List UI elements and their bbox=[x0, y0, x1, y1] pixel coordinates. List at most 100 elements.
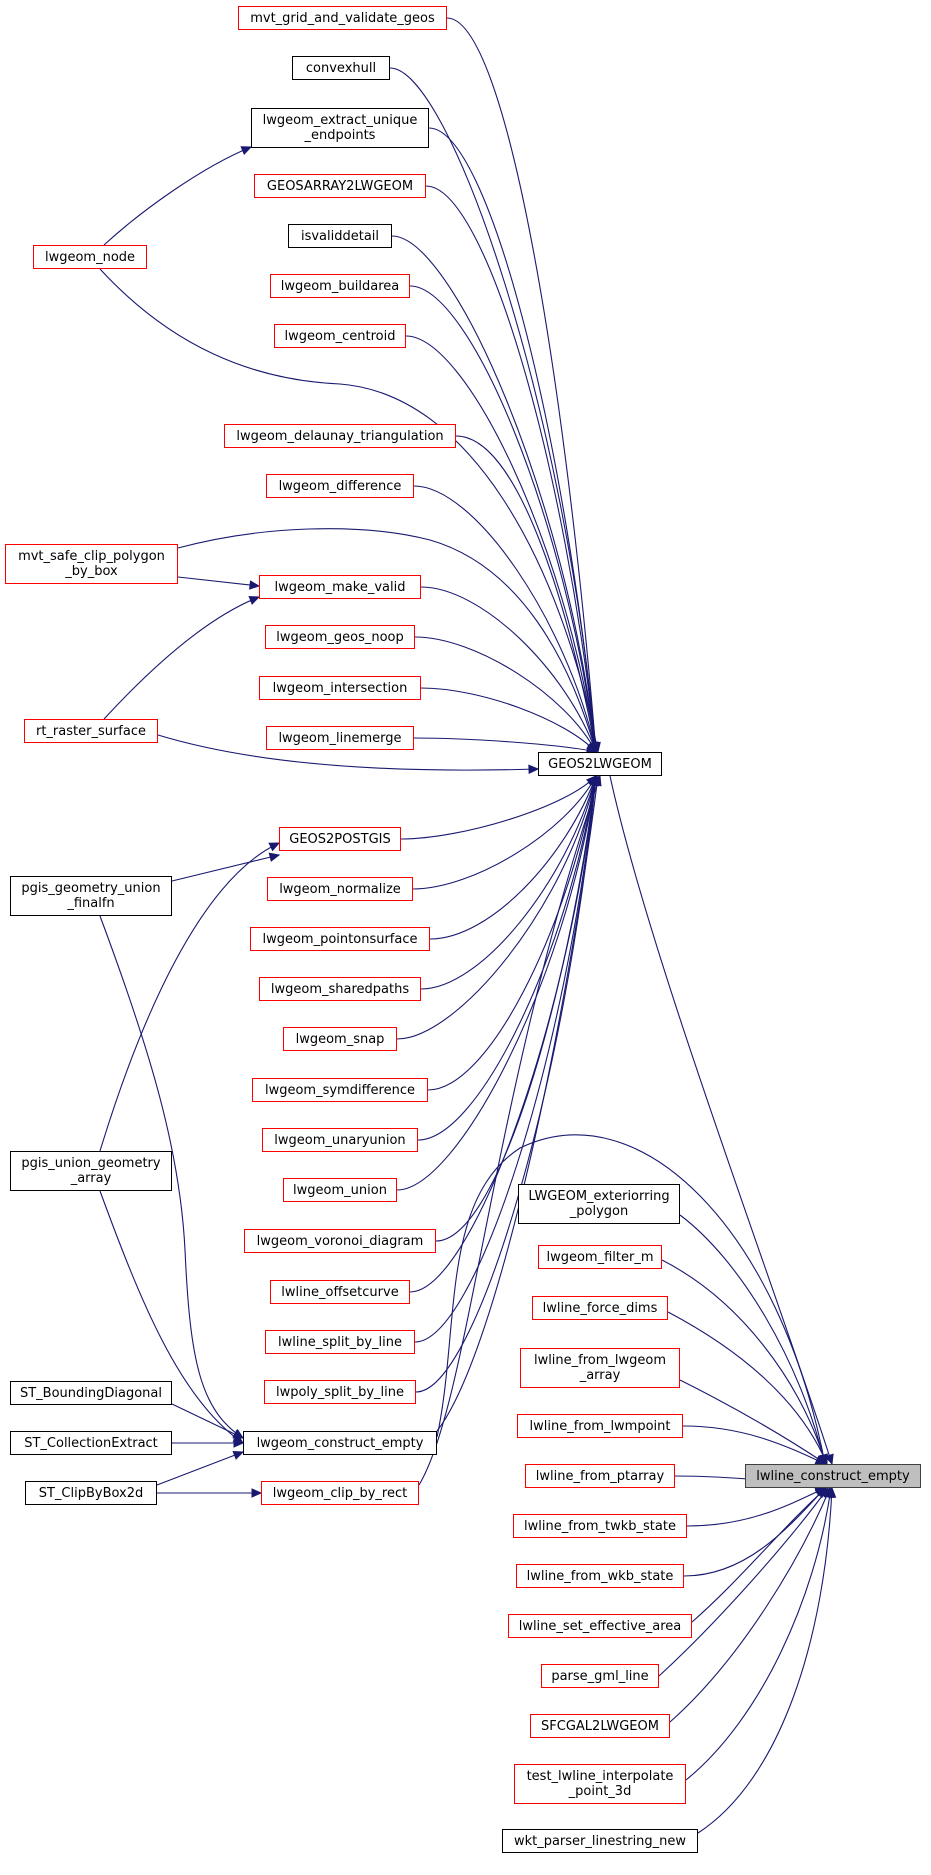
arrowhead-lwgeom_clip_by_rect-to-GEOS2LWGEOM bbox=[592, 774, 602, 787]
edge-lwline_from_lwgeom_array-to-lwline_construct_empty bbox=[679, 1379, 827, 1465]
edge-rt_raster_surface-to-lwgeom_make_valid bbox=[103, 596, 260, 720]
edge-LWGEOM_exteriorring_polygon-to-lwline_construct_empty bbox=[679, 1214, 826, 1465]
edge-mvt_safe_clip_polygon_by_box-to-lwgeom_make_valid bbox=[177, 576, 260, 587]
node-parse-gml-line[interactable]: parse_gml_line bbox=[541, 1664, 659, 1688]
node-lwgeom-difference[interactable]: lwgeom_difference bbox=[266, 474, 414, 498]
node-isvaliddetail[interactable]: isvaliddetail bbox=[288, 224, 392, 248]
node-lwgeom-make-valid[interactable]: lwgeom_make_valid bbox=[259, 575, 421, 599]
node-lwgeom-delaunay-triangulation[interactable]: lwgeom_delaunay_triangulation bbox=[224, 424, 456, 448]
edge-lwgeom_node-to-GEOS2LWGEOM bbox=[99, 268, 599, 753]
arrowhead-pgis_union_geometry_array-to-GEOS2POSTGIS bbox=[268, 842, 281, 852]
edge-isvaliddetail-to-GEOS2LWGEOM bbox=[391, 235, 597, 753]
edge-lwgeom_filter_m-to-lwline_construct_empty bbox=[661, 1259, 827, 1465]
node-lwgeom-buildarea[interactable]: lwgeom_buildarea bbox=[270, 274, 410, 298]
arrowhead-ST_ClipByBox2d-to-lwgeom_clip_by_rect bbox=[251, 1488, 263, 1498]
edge-lwline_force_dims-to-lwline_construct_empty bbox=[667, 1311, 828, 1465]
edge-lwline_from_wkb_state-to-lwline_construct_empty bbox=[683, 1487, 826, 1577]
edge-lwgeom_sharedpaths-to-GEOS2LWGEOM bbox=[420, 775, 597, 990]
node-lwline-from-lwgeom-array[interactable]: lwline_from_lwgeom _array bbox=[520, 1348, 680, 1388]
arrowhead-ST_CollectionExtract-to-lwgeom_construct_empty bbox=[233, 1438, 245, 1448]
node-convexhull[interactable]: convexhull bbox=[292, 56, 390, 80]
edge-lwgeom_node-to-lwgeom_extract_unique_endpoints bbox=[103, 146, 252, 246]
node-rt-raster-surface[interactable]: rt_raster_surface bbox=[24, 719, 158, 743]
node-lwgeom-exteriorring-polygon[interactable]: LWGEOM_exteriorring _polygon bbox=[518, 1184, 680, 1224]
edge-GEOSARRAY2LWGEOM-to-GEOS2LWGEOM bbox=[425, 185, 597, 753]
node-mvt-grid-and-validate-geos[interactable]: mvt_grid_and_validate_geos bbox=[238, 6, 447, 30]
node-lwline-force-dims[interactable]: lwline_force_dims bbox=[532, 1296, 668, 1320]
node-geosarray2lwgeom[interactable]: GEOSARRAY2LWGEOM bbox=[254, 174, 426, 198]
edge-pgis_geometry_union_finalfn-to-GEOS2POSTGIS bbox=[171, 854, 280, 882]
node-lwgeom-snap[interactable]: lwgeom_snap bbox=[283, 1027, 397, 1051]
edge-GEOS2POSTGIS-to-GEOS2LWGEOM bbox=[400, 775, 597, 840]
edge-lwgeom_unaryunion-to-GEOS2LWGEOM bbox=[417, 775, 597, 1141]
node-lwgeom-node[interactable]: lwgeom_node bbox=[33, 245, 147, 269]
node-lwgeom-clip-by-rect[interactable]: lwgeom_clip_by_rect bbox=[261, 1481, 419, 1505]
node-lwgeom-symdifference[interactable]: lwgeom_symdifference bbox=[252, 1078, 428, 1102]
arrowhead-rt_raster_surface-to-GEOS2LWGEOM bbox=[528, 764, 540, 775]
node-lwgeom-linemerge[interactable]: lwgeom_linemerge bbox=[266, 726, 414, 750]
edge-lwgeom_voronoi_diagram-to-GEOS2LWGEOM bbox=[435, 775, 597, 1242]
arrowhead-pgis_geometry_union_finalfn-to-GEOS2POSTGIS bbox=[268, 852, 281, 862]
edge-lwgeom_centroid-to-GEOS2LWGEOM bbox=[405, 335, 597, 753]
edge-pgis_union_geometry_array-to-lwgeom_construct_empty bbox=[99, 1190, 244, 1444]
node-lwline-from-ptarray[interactable]: lwline_from_ptarray bbox=[525, 1464, 675, 1488]
edge-lwgeom_difference-to-GEOS2LWGEOM bbox=[413, 485, 597, 753]
node-lwgeom-intersection[interactable]: lwgeom_intersection bbox=[259, 676, 421, 700]
node-sfcgal2lwgeom[interactable]: SFCGAL2LWGEOM bbox=[530, 1714, 670, 1738]
node-wkt-parser-linestring-new[interactable]: wkt_parser_linestring_new bbox=[502, 1829, 698, 1853]
edge-test_lwline_interpolate_point_3d-to-lwline_construct_empty bbox=[685, 1487, 832, 1781]
node-test-lwline-interpolate-point-3d[interactable]: test_lwline_interpolate _point_3d bbox=[514, 1764, 686, 1804]
edge-rt_raster_surface-to-GEOS2LWGEOM bbox=[157, 734, 539, 771]
node-geos2postgis[interactable]: GEOS2POSTGIS bbox=[279, 827, 401, 851]
edge-lwgeom_pointonsurface-to-GEOS2LWGEOM bbox=[429, 775, 597, 940]
edge-parse_gml_line-to-lwline_construct_empty bbox=[658, 1487, 829, 1677]
edge-pgis_union_geometry_array-to-GEOS2POSTGIS bbox=[99, 842, 280, 1152]
node-pgis-union-geometry-array[interactable]: pgis_union_geometry _array bbox=[10, 1151, 172, 1191]
edge-lwpoly_split_by_line-to-GEOS2LWGEOM bbox=[415, 775, 597, 1393]
node-st-collectionextract[interactable]: ST_CollectionExtract bbox=[10, 1431, 172, 1455]
node-lwline-set-effective-area[interactable]: lwline_set_effective_area bbox=[508, 1614, 692, 1638]
edge-lwgeom_symdifference-to-GEOS2LWGEOM bbox=[427, 775, 597, 1091]
edge-lwgeom_buildarea-to-GEOS2LWGEOM bbox=[409, 285, 597, 753]
node-lwline-offsetcurve[interactable]: lwline_offsetcurve bbox=[270, 1280, 410, 1304]
node-lwgeom-construct-empty[interactable]: lwgeom_construct_empty bbox=[243, 1431, 437, 1455]
edge-lwline_from_twkb_state-to-lwline_construct_empty bbox=[686, 1487, 826, 1527]
node-lwgeom-extract-unique-endpoints[interactable]: lwgeom_extract_unique _endpoints bbox=[251, 108, 429, 148]
edge-lwgeom_extract_unique_endpoints-to-GEOS2LWGEOM bbox=[428, 127, 597, 753]
node-st-clipbybox2d[interactable]: ST_ClipByBox2d bbox=[25, 1481, 157, 1505]
arrowhead-ST_BoundingDiagonal-to-lwgeom_construct_empty bbox=[232, 1429, 245, 1439]
node-lwgeom-geos-noop[interactable]: lwgeom_geos_noop bbox=[265, 625, 415, 649]
arrowhead-lwgeom_node-to-lwgeom_extract_unique_endpoints bbox=[240, 146, 253, 156]
edge-lwline_offsetcurve-to-GEOS2LWGEOM bbox=[409, 775, 597, 1293]
edge-lwgeom_intersection-to-GEOS2LWGEOM bbox=[420, 687, 597, 753]
node-lwline-from-wkb-state[interactable]: lwline_from_wkb_state bbox=[516, 1564, 684, 1588]
node-lwgeom-pointonsurface[interactable]: lwgeom_pointonsurface bbox=[250, 927, 430, 951]
node-lwgeom-unaryunion[interactable]: lwgeom_unaryunion bbox=[262, 1128, 418, 1152]
edge-lwgeom_clip_by_rect-to-GEOS2LWGEOM bbox=[418, 775, 601, 1486]
node-lwline-from-twkb-state[interactable]: lwline_from_twkb_state bbox=[513, 1514, 687, 1538]
edge-mvt_grid_and_validate_geos-to-GEOS2LWGEOM bbox=[446, 17, 597, 753]
node-lwline-split-by-line[interactable]: lwline_split_by_line bbox=[265, 1330, 415, 1354]
node-lwgeom-voronoi-diagram[interactable]: lwgeom_voronoi_diagram bbox=[244, 1229, 436, 1253]
node-geos2lwgeom[interactable]: GEOS2LWGEOM bbox=[538, 752, 662, 776]
edge-lwgeom_delaunay_triangulation-to-GEOS2LWGEOM bbox=[455, 435, 597, 753]
node-lwgeom-normalize[interactable]: lwgeom_normalize bbox=[267, 877, 413, 901]
node-st-boundingdiagonal[interactable]: ST_BoundingDiagonal bbox=[10, 1381, 172, 1405]
node-lwgeom-sharedpaths[interactable]: lwgeom_sharedpaths bbox=[259, 977, 421, 1001]
node-mvt-safe-clip-polygon-by-box[interactable]: mvt_safe_clip_polygon _by_box bbox=[5, 544, 178, 584]
node-lwgeom-filter-m[interactable]: lwgeom_filter_m bbox=[538, 1245, 662, 1269]
edge-lwline_from_lwmpoint-to-lwline_construct_empty bbox=[682, 1425, 826, 1465]
node-pgis-geometry-union-finalfn[interactable]: pgis_geometry_union _finalfn bbox=[10, 876, 172, 916]
node-lwline-from-lwmpoint[interactable]: lwline_from_lwmpoint bbox=[517, 1414, 683, 1438]
arrowhead-ST_ClipByBox2d-to-lwgeom_construct_empty bbox=[232, 1450, 245, 1460]
node-lwgeom-centroid[interactable]: lwgeom_centroid bbox=[274, 324, 406, 348]
node-lwgeom-union[interactable]: lwgeom_union bbox=[283, 1178, 397, 1202]
arrowhead-wkt_parser_linestring_new-to-lwline_construct_empty bbox=[826, 1486, 837, 1498]
node-lwpoly-split-by-line[interactable]: lwpoly_split_by_line bbox=[264, 1380, 416, 1404]
arrowhead-rt_raster_surface-to-lwgeom_make_valid bbox=[248, 596, 261, 605]
edge-lwline_split_by_line-to-GEOS2LWGEOM bbox=[414, 775, 597, 1343]
arrowhead-mvt_safe_clip_polygon_by_box-to-lwgeom_make_valid bbox=[249, 580, 261, 590]
edge-ST_ClipByBox2d-to-lwgeom_construct_empty bbox=[156, 1451, 244, 1486]
